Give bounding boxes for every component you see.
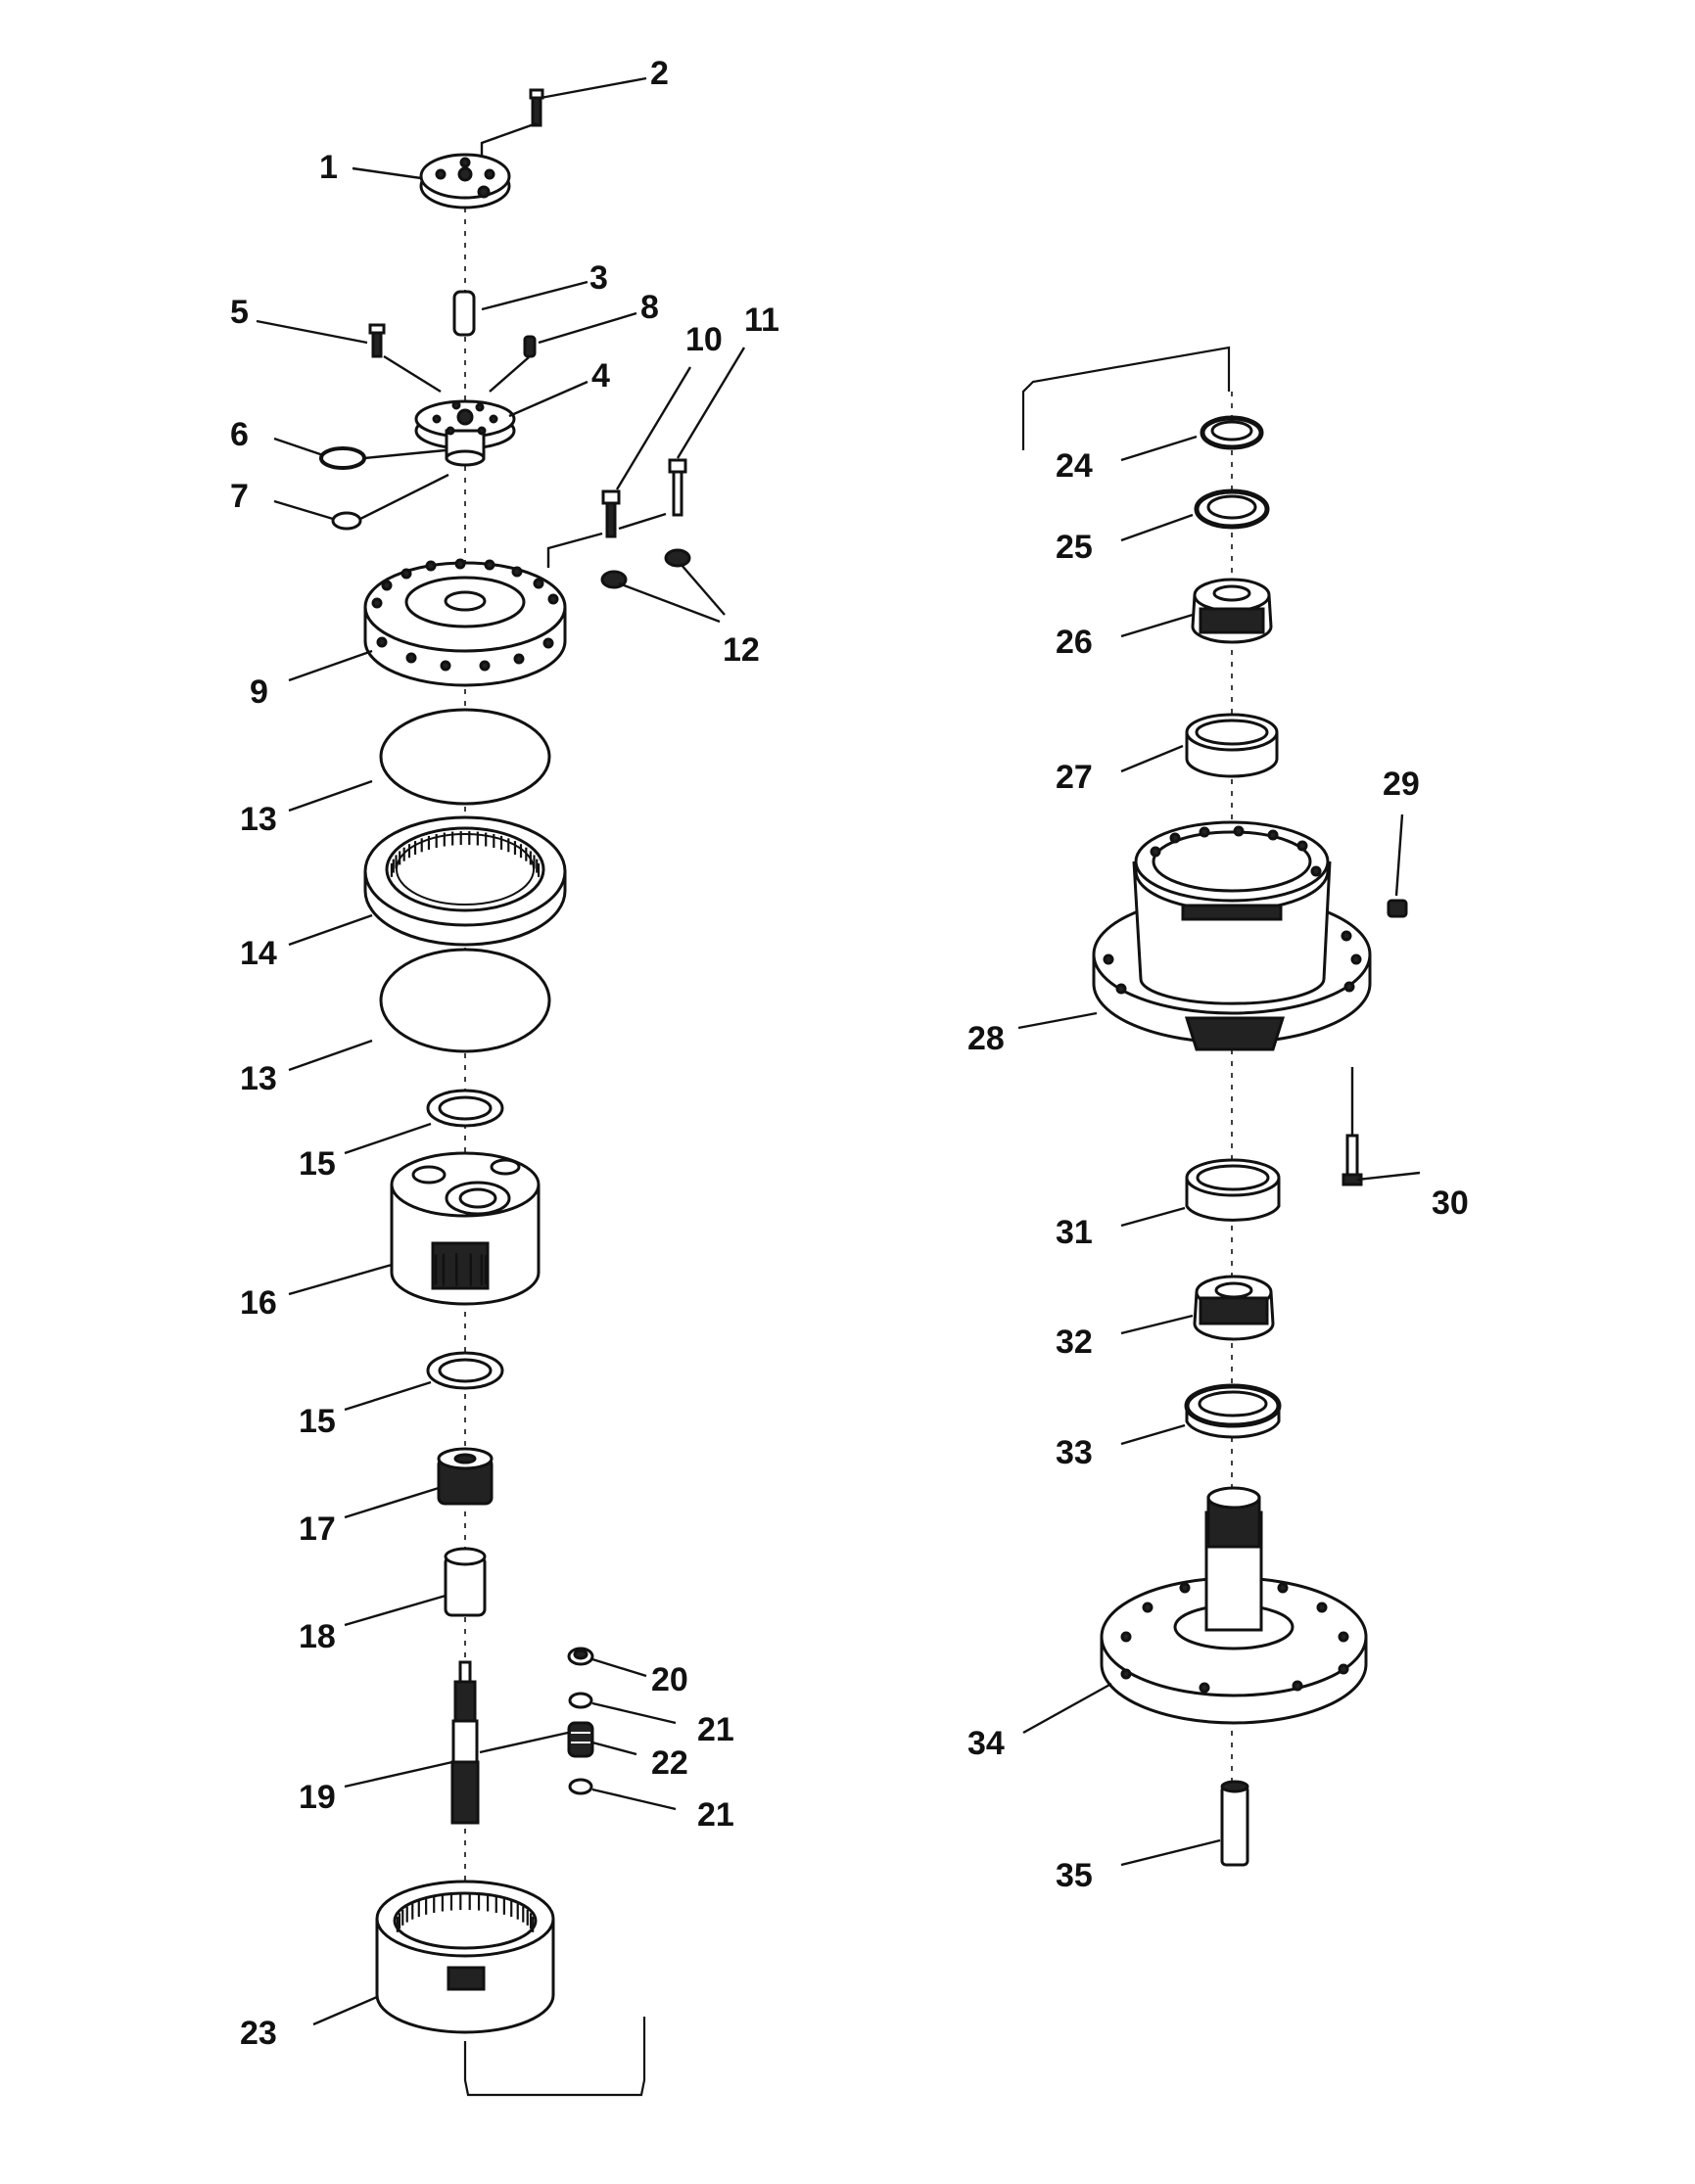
callout-20: 20 xyxy=(651,1661,688,1698)
callout-15-lower: 15 xyxy=(299,1403,336,1440)
part-18-coupling xyxy=(444,1547,487,1617)
part-33-seal xyxy=(1184,1383,1282,1439)
callout-10: 10 xyxy=(685,321,723,358)
left-assembly xyxy=(319,88,1231,2097)
callout-24: 24 xyxy=(1056,447,1093,485)
part-6-o-ring xyxy=(319,446,366,470)
callout-33: 33 xyxy=(1056,1434,1093,1471)
part-3-pin xyxy=(452,290,476,337)
callout-4: 4 xyxy=(591,357,610,395)
callout-6: 6 xyxy=(230,416,249,453)
callout-11: 11 xyxy=(744,302,779,339)
callout-18: 18 xyxy=(299,1618,336,1655)
right-assembly xyxy=(1092,392,1408,1867)
part-34-spindle xyxy=(1100,1486,1368,1725)
callout-1: 1 xyxy=(319,149,338,186)
part-13-gasket-lower xyxy=(379,948,551,1053)
part-21-washer-lower xyxy=(568,1778,593,1795)
part-11-bolt xyxy=(668,458,687,517)
callout-31: 31 xyxy=(1056,1214,1093,1251)
part-2-bolt xyxy=(529,88,544,127)
part-14-ring-gear xyxy=(363,815,567,947)
part-16-planet-carrier xyxy=(390,1151,541,1306)
part-12-washers xyxy=(600,548,691,589)
left-bottom-bracket xyxy=(463,2017,646,2097)
callout-22: 22 xyxy=(651,1744,688,1782)
part-8-set-screw xyxy=(523,335,537,358)
callout-16: 16 xyxy=(240,1284,277,1322)
part-23-drum xyxy=(375,1880,555,2034)
callout-7: 7 xyxy=(230,478,249,515)
callout-2: 2 xyxy=(650,55,669,92)
part-15-washer-lower xyxy=(426,1351,504,1390)
callout-19: 19 xyxy=(299,1779,336,1816)
callout-14: 14 xyxy=(240,935,277,972)
callout-13-lower: 13 xyxy=(240,1060,277,1097)
callout-28: 28 xyxy=(967,1020,1005,1057)
part-14-gear-teeth xyxy=(390,831,541,877)
part-31-bearing-cup xyxy=(1185,1158,1281,1222)
part-19-shaft xyxy=(450,1660,480,1825)
callout-34: 34 xyxy=(967,1725,1005,1762)
part-10-bolt xyxy=(601,489,621,538)
callout-23: 23 xyxy=(240,2015,277,2052)
part-20-cap xyxy=(567,1647,594,1666)
part-27-bearing-cup xyxy=(1185,713,1279,778)
part-1-flange xyxy=(419,153,511,209)
callout-9: 9 xyxy=(250,674,268,711)
leader-lines xyxy=(256,76,1421,2026)
callout-15-upper: 15 xyxy=(299,1145,336,1183)
callout-30: 30 xyxy=(1432,1185,1469,1222)
callout-5: 5 xyxy=(230,294,249,331)
part-5-bolt xyxy=(368,323,386,358)
part-24-seal xyxy=(1200,415,1264,450)
part-13-gasket-upper xyxy=(379,708,551,806)
right-top-bracket xyxy=(1021,346,1231,450)
callout-29: 29 xyxy=(1383,766,1420,803)
part-7-o-ring xyxy=(331,511,362,531)
part-32-bearing-cone xyxy=(1193,1275,1275,1341)
part-29-plug xyxy=(1387,899,1408,918)
callout-32: 32 xyxy=(1056,1324,1093,1361)
part-26-bearing-cone xyxy=(1191,578,1273,644)
part-4-cap xyxy=(414,399,516,467)
part-35-pin xyxy=(1220,1780,1249,1867)
callout-21-lower: 21 xyxy=(697,1796,734,1834)
callout-8: 8 xyxy=(640,289,659,326)
callout-27: 27 xyxy=(1056,759,1093,796)
callout-12: 12 xyxy=(723,631,760,669)
callout-13-upper: 13 xyxy=(240,801,277,838)
part-22-spring xyxy=(567,1721,594,1758)
callout-21-upper: 21 xyxy=(697,1711,734,1748)
callout-3: 3 xyxy=(589,259,608,297)
part-28-hub-housing xyxy=(1092,820,1372,1051)
part-9-cover xyxy=(363,558,567,687)
part-21-washer-upper xyxy=(568,1692,593,1709)
callout-17: 17 xyxy=(299,1510,336,1548)
part-30-bolt xyxy=(1342,1134,1363,1186)
callout-25: 25 xyxy=(1056,529,1093,566)
part-25-seal-ring xyxy=(1194,488,1270,530)
callout-26: 26 xyxy=(1056,624,1093,661)
part-17-sun-gear xyxy=(437,1447,494,1506)
callout-35: 35 xyxy=(1056,1857,1093,1894)
part-15-washer-upper xyxy=(426,1089,504,1128)
callout-labels: 1 2 3 4 5 6 7 8 9 10 11 12 13 14 13 15 1… xyxy=(230,55,1469,2052)
